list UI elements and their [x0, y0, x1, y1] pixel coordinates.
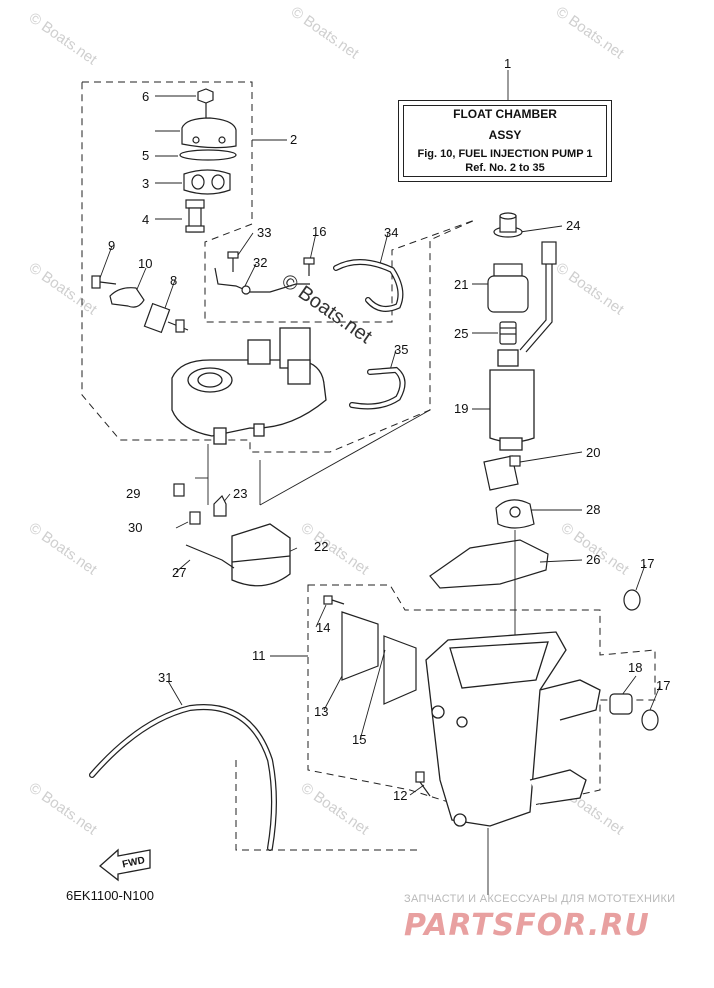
part-4-joint: [185, 199, 205, 233]
part-28-holder: [495, 499, 535, 529]
leader-lines: [99, 70, 661, 895]
part-29-screw: [173, 483, 185, 497]
float-chamber-body: [425, 631, 601, 827]
callout-4: 4: [142, 212, 149, 227]
callout-10: 10: [138, 256, 152, 271]
callout-9: 9: [108, 238, 115, 253]
svg-text:© Boats.net: © Boats.net: [553, 3, 628, 62]
callout-32: 32: [253, 255, 267, 270]
part-30-screw: [189, 511, 201, 525]
callout-12: 12: [393, 788, 407, 803]
part-harness: [519, 241, 557, 353]
callout-labels: 1 2 3 4 5 6 8 9 10 11 12 13 14 15 16 17 …: [108, 56, 670, 803]
part-24-cap: [493, 212, 523, 238]
part-13-plate: [341, 611, 379, 681]
callout-2: 2: [290, 132, 297, 147]
part-25-bushing: [499, 321, 517, 345]
svg-text:© Boats.net: © Boats.net: [288, 3, 363, 62]
callout-3: 3: [142, 176, 149, 191]
title-box-inner: [403, 105, 607, 177]
part-32-pipe: [214, 267, 310, 295]
callout-30: 30: [128, 520, 142, 535]
callout-25: 25: [454, 326, 468, 341]
lower-outline: [235, 760, 420, 851]
part-23-cap: [213, 494, 227, 517]
part-21-filter: [487, 263, 529, 313]
part-5-gasket: [179, 149, 237, 161]
part-27-pipe: [185, 544, 235, 569]
callout-26: 26: [586, 552, 600, 567]
part-12-bolt: [415, 771, 431, 797]
assembly-outline-11: [307, 584, 656, 816]
part-9-screw: [91, 275, 117, 289]
callout-33: 33: [257, 225, 271, 240]
callout-18: 18: [628, 660, 642, 675]
brand-subtitle: ЗАПЧАСТИ И АКСЕССУАРЫ ДЛЯ МОТОТЕХНИКИ: [404, 893, 676, 905]
assembly-outline-2: [81, 81, 476, 453]
svg-text:© Boats.net: © Boats.net: [26, 9, 101, 68]
callout-8: 8: [170, 273, 177, 288]
part-14-screw: [323, 595, 345, 605]
svg-text:© Boats.net: © Boats.net: [26, 779, 101, 838]
callout-21: 21: [454, 277, 468, 292]
svg-text:© Boats.net: © Boats.net: [553, 259, 628, 318]
title-line-3: Fig. 10, FUEL INJECTION PUMP 1: [417, 148, 593, 160]
title-line-4: Ref. No. 2 to 35: [465, 162, 545, 174]
svg-text:© Boats.net: © Boats.net: [298, 779, 373, 838]
callout-5: 5: [142, 148, 149, 163]
callout-15: 15: [352, 732, 366, 747]
callout-16: 16: [312, 224, 326, 239]
svg-text:© Boats.net: © Boats.net: [26, 259, 101, 318]
callout-29: 29: [126, 486, 140, 501]
title-box: FLOAT CHAMBER ASSY Fig. 10, FUEL INJECTI…: [398, 100, 612, 182]
title-line-1: FLOAT CHAMBER: [453, 107, 557, 121]
callout-27: 27: [172, 565, 186, 580]
pump-cover-body: [171, 327, 327, 445]
callout-17b: 17: [656, 678, 670, 693]
callout-24: 24: [566, 218, 580, 233]
callout-35: 35: [394, 342, 408, 357]
part-10-clamp: [109, 287, 145, 308]
part-33-screw: [227, 251, 239, 272]
brand-logo: PARTSFOR.RU: [404, 908, 650, 943]
part-8-sensor: [143, 302, 189, 334]
part-16-screw: [303, 257, 315, 276]
title-line-2: ASSY: [488, 128, 522, 142]
part-15-gasket: [383, 635, 417, 705]
part-17-plug-bottom: [641, 709, 659, 731]
part-19-fuel-pump: [489, 349, 535, 451]
svg-text:FWD: FWD: [121, 855, 146, 870]
part-22-cover: [231, 523, 291, 587]
part-18-cap: [609, 693, 633, 715]
fwd-arrow-icon: FWD: [98, 848, 151, 882]
drawing-code: 6EK1100-N100: [66, 888, 154, 903]
part-31-hose: [89, 704, 277, 851]
svg-text:© Boats.net: © Boats.net: [298, 519, 373, 578]
callout-31: 31: [158, 670, 172, 685]
callout-34: 34: [384, 225, 398, 240]
part-3-damper: [183, 169, 231, 195]
callout-14: 14: [316, 620, 330, 635]
part-17-plug-top: [623, 589, 641, 611]
callout-22: 22: [314, 539, 328, 554]
part-34-hose-inner: [334, 260, 403, 311]
callout-13: 13: [314, 704, 328, 719]
part-6-bolt: [197, 88, 214, 118]
callout-11: 11: [252, 648, 266, 663]
callout-23: 23: [233, 486, 247, 501]
callout-1: 1: [504, 56, 511, 71]
part-20-filter: [483, 455, 521, 491]
callout-19: 19: [454, 401, 468, 416]
svg-text:© Boats.net: © Boats.net: [558, 519, 633, 578]
part-7-bracket: [181, 117, 237, 149]
part-31-hose-inner: [90, 705, 276, 850]
part-26-gasket: [429, 539, 549, 589]
callout-20: 20: [586, 445, 600, 460]
callout-28: 28: [586, 502, 600, 517]
part-35-hose-inner: [350, 368, 405, 409]
callout-6: 6: [142, 89, 149, 104]
svg-text:© Boats.net: © Boats.net: [26, 519, 101, 578]
callout-17a: 17: [640, 556, 654, 571]
